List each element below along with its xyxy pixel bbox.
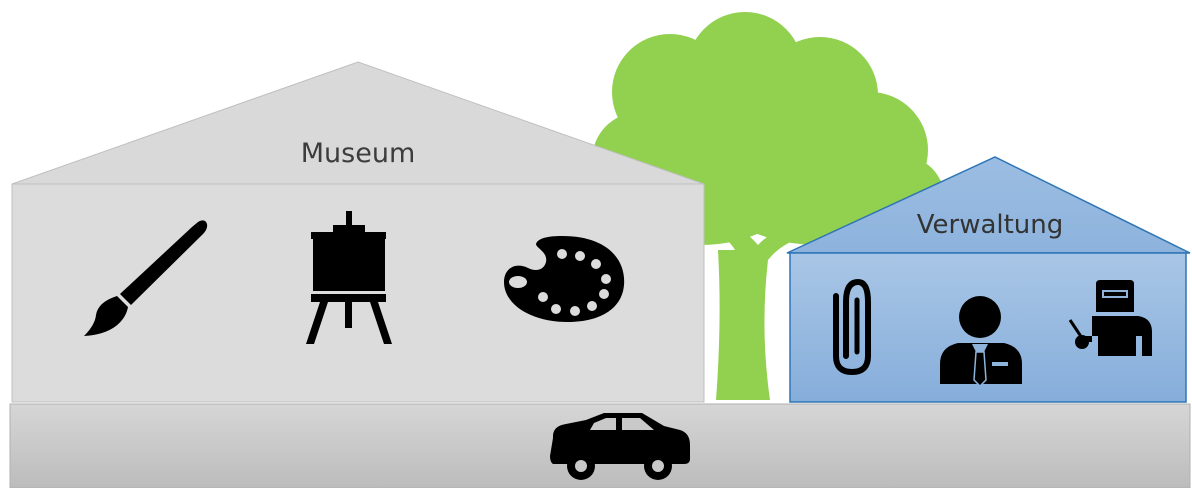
museum-label: Museum: [210, 138, 506, 169]
admin-label: Verwaltung: [845, 210, 1135, 240]
